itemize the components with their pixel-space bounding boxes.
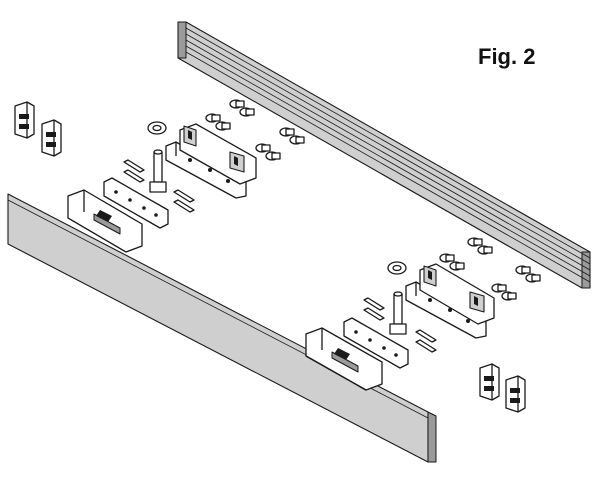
clamp-plate xyxy=(343,317,409,369)
clamp-plate xyxy=(103,177,169,229)
top-rail xyxy=(177,21,591,289)
nut xyxy=(147,121,167,135)
end-clip-top-left-2 xyxy=(41,119,62,157)
glass-clamp-housing xyxy=(305,327,383,391)
hardware-set-right xyxy=(305,237,541,391)
roller-carriage xyxy=(179,123,257,185)
glass-clamp-housing xyxy=(67,189,143,253)
dowel-pins xyxy=(123,159,195,213)
roller-carriage xyxy=(419,263,495,325)
end-clip-bottom-right-1 xyxy=(479,363,500,401)
dowel-pins xyxy=(363,297,437,353)
hanger-bolt xyxy=(389,291,407,335)
hardware-set-left xyxy=(67,99,305,253)
cover-strip xyxy=(7,193,437,463)
screws-upper-row xyxy=(205,99,255,131)
mounting-plate xyxy=(165,141,247,199)
screws-lower-row xyxy=(491,265,541,301)
figure-label: Fig. 2 xyxy=(478,44,536,69)
screws-upper-row xyxy=(439,237,493,271)
hanger-bolt xyxy=(149,149,167,193)
mounting-plate xyxy=(405,281,487,339)
end-clip-bottom-right-2 xyxy=(505,375,526,413)
screws-lower-row xyxy=(255,127,305,161)
nut xyxy=(387,261,407,275)
end-clip-top-left-1 xyxy=(14,101,35,139)
